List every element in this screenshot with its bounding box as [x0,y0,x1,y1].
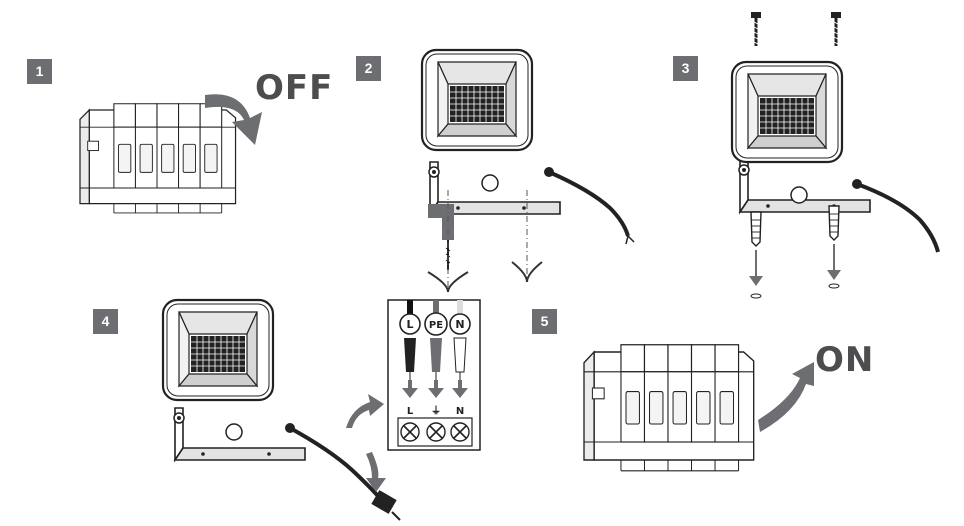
drill-hole-marks [427,261,543,293]
wire-cap-l: L [399,313,421,335]
step-5-badge: 5 [532,309,557,334]
terminal-label-earth: ⏚ [431,405,441,417]
wire-cap-pe: PE [424,312,448,336]
step-4-badge: 4 [93,309,118,334]
step-2-badge: 2 [356,56,381,81]
terminal-label-l: L [407,406,414,417]
wire-label-pe: PE [429,320,443,331]
drill-icon [428,204,454,270]
curve-arrow-to-plug [366,452,386,492]
off-label: OFF [255,68,334,108]
step-1-breaker [79,103,237,214]
step-2-lamp [420,48,635,245]
wire-label-l: L [406,318,413,331]
wall-plugs-icon [749,205,841,299]
terminal-label-n: N [456,406,464,417]
wire-label-n: N [455,318,464,331]
off-arrow [205,94,262,145]
step-1-badge: 1 [27,59,52,84]
curve-arrow-to-wiring [346,394,384,428]
on-arrow [758,362,814,432]
step-4-lamp [161,298,401,521]
screws-icon [749,10,843,48]
step-3-badge: 3 [673,56,698,81]
step-5-breaker [583,344,755,472]
wire-cap-n: N [449,313,471,335]
on-label: ON [815,340,875,380]
step-3-lamp [730,60,940,253]
